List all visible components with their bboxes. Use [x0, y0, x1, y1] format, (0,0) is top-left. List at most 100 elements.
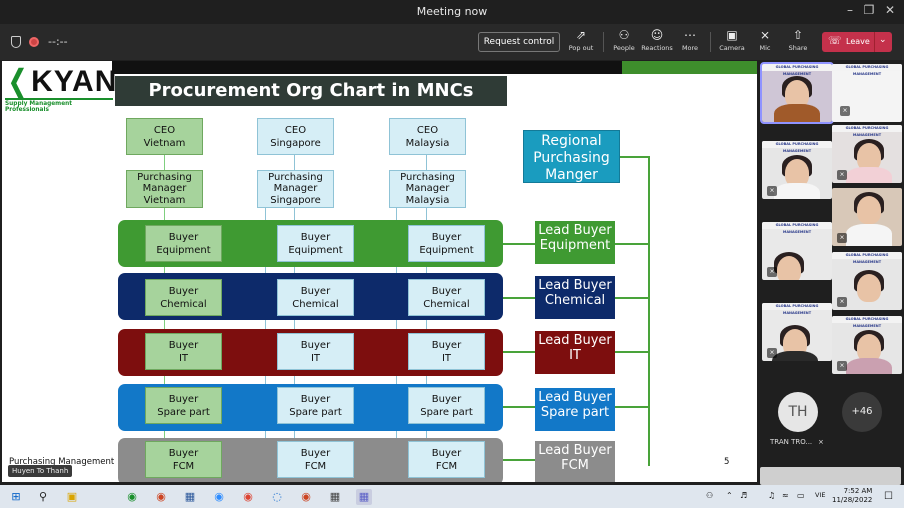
participant-tile[interactable]: GLOBAL PURCHASING MANAGEMENT ⨯: [832, 64, 902, 122]
search-icon[interactable]: ⚲: [38, 490, 48, 503]
participant-tile[interactable]: GLOBAL PURCHASING MANAGEMENT ⨯: [762, 222, 832, 280]
mic-muted-icon: ⨯: [759, 28, 771, 42]
participant-tile[interactable]: ⨯: [832, 188, 902, 246]
zoom-icon[interactable]: ◉: [214, 490, 224, 503]
participant-face: [857, 274, 881, 302]
notification-icon[interactable]: ☐: [884, 491, 893, 502]
pop-out-icon: ⇗: [575, 28, 587, 42]
regional-manager-box: Regional Purchasing Manger: [523, 130, 620, 183]
wifi-icon[interactable]: ≈: [782, 491, 789, 500]
slide-title: Procurement Org Chart in MNCs: [115, 76, 507, 106]
participant-face: [857, 143, 881, 171]
mic-muted-icon: ⨯: [767, 267, 777, 277]
windows-start-icon[interactable]: ⊞: [11, 490, 21, 503]
more-icon: ⋯: [684, 28, 696, 42]
participant-tile[interactable]: GLOBAL PURCHASING MANAGEMENT: [760, 62, 834, 124]
word-icon[interactable]: ▦: [184, 490, 196, 503]
participant-tile[interactable]: GLOBAL PURCHASING MANAGEMENT ⨯: [832, 252, 902, 310]
kyan-logo: ❬KYAN Supply Management Professionals: [5, 65, 118, 113]
people-icon[interactable]: ⚇: [706, 491, 714, 500]
mic-muted-icon: ⨯: [837, 297, 847, 307]
mic-muted-icon: ⨯: [837, 233, 847, 243]
shared-slide: ❬KYAN Supply Management Professionals Pr…: [2, 61, 757, 482]
mic-muted-icon: ⨯: [837, 361, 847, 371]
participant-avatar[interactable]: TH: [778, 392, 818, 432]
meeting-toolbar: --:-- Request control ⇗ Pop out ⚇ People…: [0, 24, 904, 60]
share-icon: ⇧: [792, 28, 804, 42]
chevron-down-icon[interactable]: ⌄: [879, 35, 887, 45]
lead-buyer-it: Lead Buyer IT: [535, 331, 615, 374]
chrome-icon[interactable]: ◉: [156, 490, 166, 503]
participant-name: TRAN TRO...: [770, 438, 813, 446]
share-button[interactable]: ⇧ Share: [780, 28, 816, 52]
leave-button[interactable]: ☏ Leave ⌄: [822, 32, 892, 52]
more-participants-button[interactable]: +46: [842, 392, 882, 432]
mic-button[interactable]: ⨯ Mic: [747, 28, 783, 52]
slide-footer: Purchasing Management: [9, 457, 115, 467]
language-indicator[interactable]: VIE: [815, 491, 826, 499]
close-icon[interactable]: ✕: [884, 3, 896, 17]
lead-buyer-spare-part: Lead Buyer Spare part: [535, 388, 615, 431]
volume-icon[interactable]: ♫: [768, 491, 776, 500]
camera-icon: ▣: [726, 28, 738, 42]
chrome-icon[interactable]: ◉: [243, 490, 253, 503]
participant-tile[interactable]: GLOBAL PURCHASING MANAGEMENT ⨯: [762, 141, 832, 199]
chevron-up-icon[interactable]: ⌃: [726, 491, 733, 500]
lead-buyer-chemical: Lead Buyer Chemical: [535, 276, 615, 319]
participant-tile[interactable]: GLOBAL PURCHASING MANAGEMENT ⨯: [832, 125, 902, 183]
taskbar-clock[interactable]: 7:52 AM 11/28/2022: [832, 487, 873, 504]
edge-icon[interactable]: ◌: [272, 490, 282, 503]
connector-line: [648, 156, 650, 466]
reactions-button[interactable]: ☺ Reactions: [639, 28, 675, 52]
mic-muted-icon: ⨯: [767, 186, 777, 196]
windows-taskbar: ⊞ ⚲ ▣ ◉ ◉ ▦ ◉ ◉ ◌ ◉ ▦ ▦ ⚇ ⌃ ♬ ♫ ≈ ▭ VIE …: [0, 485, 904, 508]
slide-top-bar: [112, 61, 757, 74]
toolbar-divider: [603, 32, 604, 52]
battery-icon[interactable]: ▭: [797, 491, 805, 500]
file-explorer-icon[interactable]: ▣: [66, 490, 78, 503]
calculator-icon[interactable]: ▦: [329, 490, 341, 503]
mic-muted-icon: ⨯: [837, 170, 847, 180]
participant-face: [857, 334, 881, 362]
phone-icon: ☏: [828, 34, 842, 47]
participant-face: [785, 80, 809, 108]
chrome-icon[interactable]: ◉: [301, 490, 311, 503]
more-button[interactable]: ⋯ More: [672, 28, 708, 52]
slide-top-bar-accent: [622, 61, 757, 74]
minimize-icon[interactable]: –: [847, 3, 853, 17]
participant-face: [785, 159, 809, 187]
toolbar-divider: [710, 32, 711, 52]
restore-icon[interactable]: ❐: [863, 3, 875, 17]
volume-icon[interactable]: ♬: [740, 491, 748, 500]
camera-button[interactable]: ▣ Camera: [714, 28, 750, 52]
connector-line: [620, 156, 649, 158]
people-button[interactable]: ⚇ People: [606, 28, 642, 52]
participant-tile[interactable]: GLOBAL PURCHASING MANAGEMENT ⨯: [832, 316, 902, 374]
participant-tile[interactable]: GLOBAL PURCHASING MANAGEMENT ⨯: [762, 303, 832, 361]
pop-out-button[interactable]: ⇗ Pop out: [563, 28, 599, 52]
mic-muted-icon: ⨯: [840, 106, 850, 116]
chrome-icon[interactable]: ◉: [127, 490, 137, 503]
teams-icon[interactable]: ▦: [356, 489, 372, 505]
shield-icon: [11, 36, 21, 48]
request-control-button[interactable]: Request control: [478, 32, 560, 52]
meeting-timer: --:--: [48, 35, 68, 48]
participant-tile[interactable]: [760, 467, 901, 485]
lead-buyer-equipment: Lead Buyer Equipment: [535, 221, 615, 264]
